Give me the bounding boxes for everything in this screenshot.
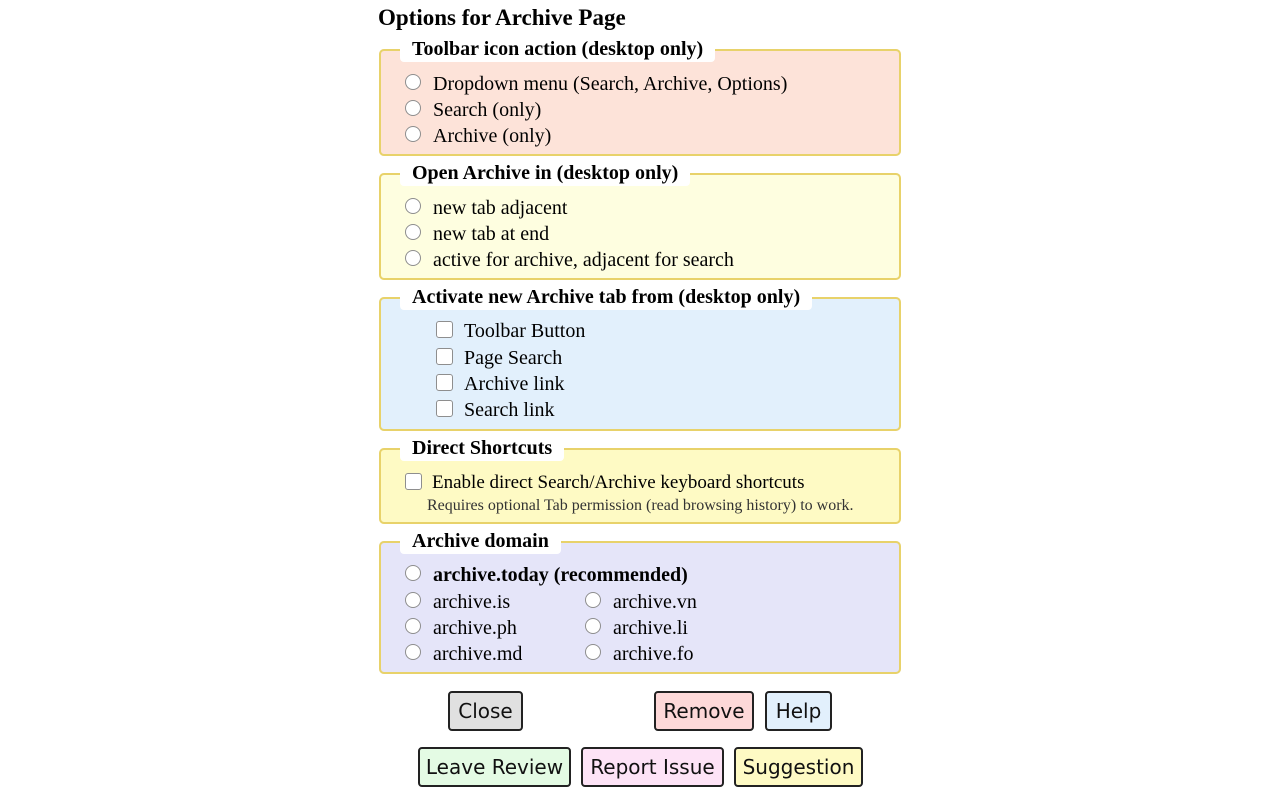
radio-button[interactable] [405,100,421,116]
close-button[interactable]: Close [448,691,523,731]
option-label: archive.li [613,617,688,639]
radio-button[interactable] [405,74,421,90]
radio-button[interactable] [405,618,421,634]
help-button[interactable]: Help [765,691,832,731]
radio-button[interactable] [585,618,601,634]
checkbox[interactable] [436,348,453,365]
radio-button[interactable] [585,592,601,608]
option-label: archive.is [433,591,511,613]
option-label: Archive link [464,373,565,395]
leave-review-button[interactable]: Leave Review [418,747,571,787]
open-archive-group: Open Archive in (desktop only) new tab a… [379,160,901,280]
radio-button[interactable] [405,565,421,581]
option-label: archive.ph [433,617,517,639]
option-label: Page Search [464,347,563,369]
report-issue-button[interactable]: Report Issue [581,747,724,787]
checkbox[interactable] [436,321,453,338]
option-label: Toolbar Button [464,320,586,342]
toolbar-action-legend: Toolbar icon action (desktop only) [400,36,716,62]
option-label: new tab adjacent [433,197,568,219]
option-label: archive.fo [613,643,694,665]
checkbox[interactable] [436,374,453,391]
checkbox[interactable] [405,473,422,490]
remove-button[interactable]: Remove [654,691,754,731]
option-label: Dropdown menu (Search, Archive, Options) [433,73,788,95]
radio-button[interactable] [405,126,421,142]
option-label: archive.today (recommended) [433,564,688,586]
radio-button[interactable] [405,592,421,608]
activate-tab-legend: Activate new Archive tab from (desktop o… [400,284,813,310]
option-label: active for archive, adjacent for search [433,249,734,271]
archive-domain-legend: Archive domain [400,528,561,554]
direct-shortcuts-legend: Direct Shortcuts [400,435,565,461]
radio-button[interactable] [405,224,421,240]
option-label: Archive (only) [433,125,552,147]
option-label: Search link [464,399,555,421]
radio-button[interactable] [405,644,421,660]
checkbox[interactable] [436,400,453,417]
suggestion-button[interactable]: Suggestion [734,747,863,787]
radio-button[interactable] [405,198,421,214]
activate-tab-group: Activate new Archive tab from (desktop o… [379,284,901,431]
radio-button[interactable] [585,644,601,660]
option-label: archive.vn [613,591,697,613]
option-label: Search (only) [433,99,542,121]
radio-button[interactable] [405,250,421,266]
archive-domain-group: Archive domain archive.today (recommende… [379,528,901,674]
direct-shortcuts-group: Direct Shortcuts Enable direct Search/Ar… [379,435,901,524]
toolbar-action-group: Toolbar icon action (desktop only) Dropd… [379,36,901,156]
option-label: archive.md [433,643,523,665]
option-label: new tab at end [433,223,550,245]
page-title: Options for Archive Page [378,5,626,30]
open-archive-legend: Open Archive in (desktop only) [400,160,691,186]
shortcuts-permission-note: Requires optional Tab permission (read b… [427,497,854,514]
option-label: Enable direct Search/Archive keyboard sh… [432,472,805,493]
